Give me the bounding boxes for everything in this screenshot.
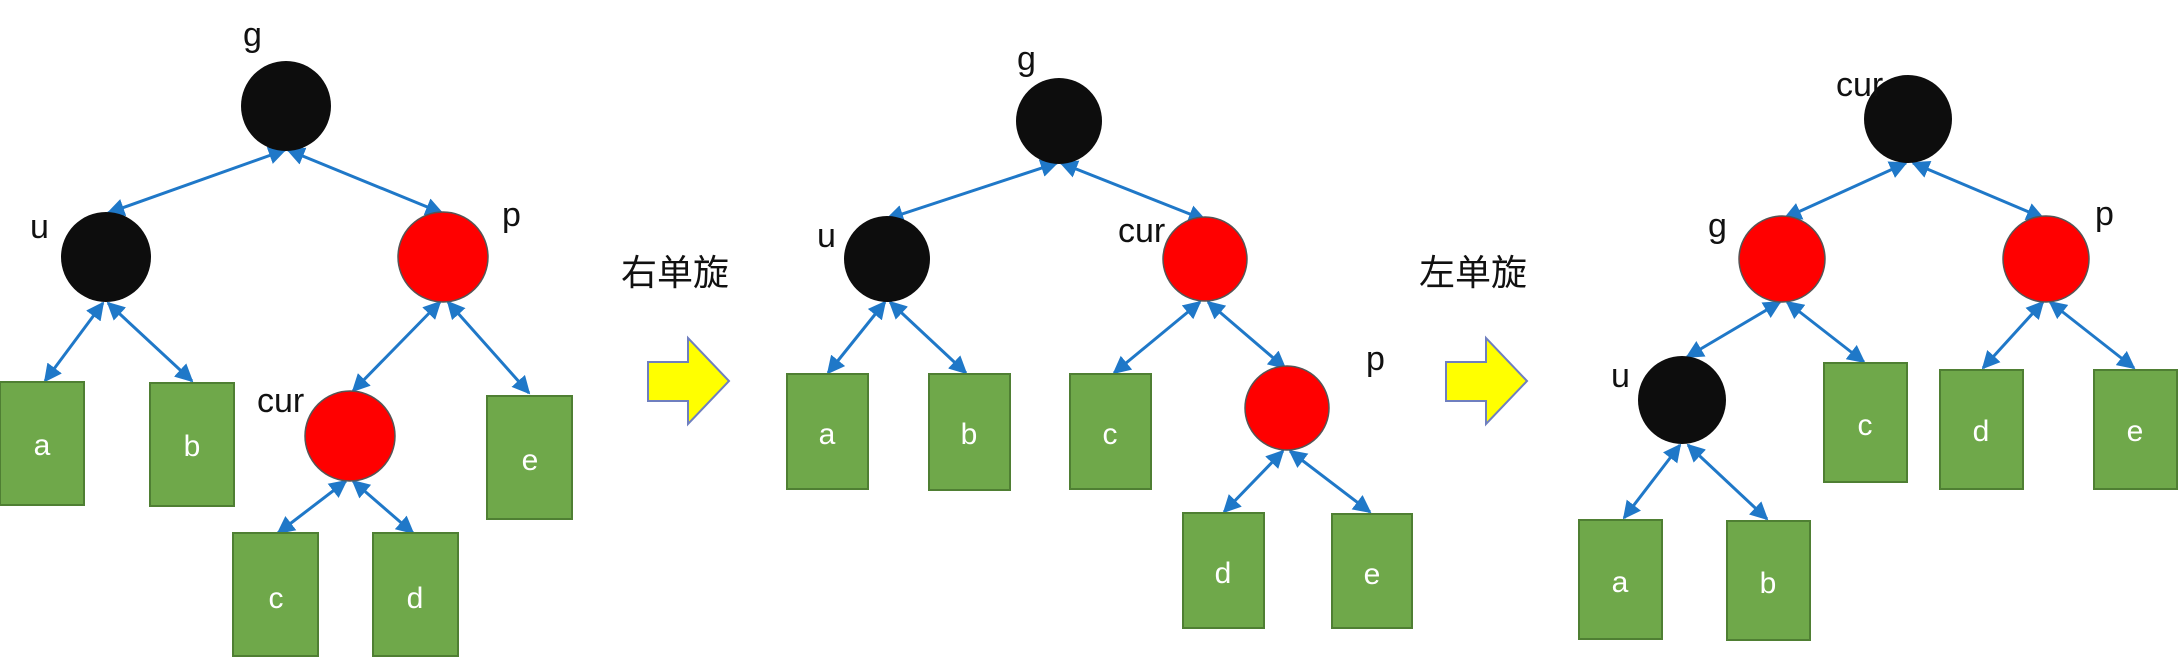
edge-u-a [43, 301, 105, 383]
diagram-after-right-rotation: g u cur p a b c d e [786, 40, 1413, 629]
node-cur [1162, 216, 1248, 302]
label-g: g [243, 16, 262, 54]
leaf-c-label: c [1858, 409, 1873, 442]
leaf-a-label: a [819, 418, 836, 451]
edge-u-b [888, 300, 968, 375]
leaf-d [372, 532, 459, 657]
leaf-e-label: e [2127, 415, 2144, 448]
node-cur [1864, 75, 1952, 163]
leaf-b-label: b [184, 430, 201, 463]
label-p: p [1366, 340, 1385, 378]
arrow-right-2-icon [1445, 335, 1529, 427]
leaf-a [1578, 519, 1663, 640]
operation-left-rotate-label: 左单旋 [1419, 253, 1527, 294]
node-g [1016, 78, 1102, 164]
node-p [2002, 215, 2090, 303]
node-p [397, 211, 489, 303]
label-p: p [502, 196, 521, 234]
leaf-b [149, 382, 235, 507]
leaf-c-label: c [1103, 418, 1118, 451]
edge-p-cur [351, 300, 442, 393]
leaf-a-label: a [34, 429, 51, 462]
edge-cur-c [276, 479, 348, 535]
edge-cur-p [1911, 161, 2045, 220]
leaf-c [232, 532, 319, 657]
node-u [61, 212, 151, 302]
leaf-e [1331, 513, 1413, 629]
operation-right-rotate-label: 右单旋 [621, 253, 729, 294]
edge-g-u [106, 146, 287, 217]
leaf-b-label: b [1760, 567, 1777, 600]
edge-u-a [826, 300, 887, 375]
arrow-right-1-icon [647, 335, 731, 427]
edge-p-e [446, 300, 531, 395]
edge-p-d [1222, 449, 1285, 514]
label-cur: cur [257, 382, 304, 420]
node-cur [304, 390, 396, 482]
label-p: p [2095, 195, 2114, 233]
edge-p-e [1288, 449, 1372, 514]
leaf-c [1823, 362, 1908, 483]
leaf-a [0, 381, 85, 506]
node-g [241, 61, 331, 151]
leaf-a [786, 373, 869, 490]
leaf-b [1726, 520, 1811, 641]
edge-cur-p [1206, 300, 1287, 370]
edge-g-c [1785, 300, 1866, 364]
node-p [1244, 365, 1330, 451]
leaf-e-label: e [1364, 558, 1381, 591]
edge-p-d [1981, 300, 2045, 370]
leaf-d-label: d [407, 582, 424, 615]
leaf-e [2093, 369, 2178, 490]
node-u [844, 216, 930, 302]
label-u: u [30, 208, 49, 246]
leaf-b-label: b [961, 418, 978, 451]
leaf-d [1182, 512, 1265, 629]
diagram-after-left-rotation: cur g p u c d e a b [1578, 66, 2178, 641]
label-u: u [1611, 357, 1630, 395]
leaf-a-label: a [1612, 566, 1629, 599]
diagram-before: g u p cur a b e c d [0, 16, 573, 657]
edge-p-e [2048, 300, 2136, 370]
leaf-e-label: e [522, 444, 539, 477]
leaf-c [1069, 373, 1152, 490]
leaf-e [486, 395, 573, 520]
leaf-d [1939, 369, 2024, 490]
edge-u-a [1622, 443, 1682, 520]
edge-u-b [1686, 443, 1769, 521]
leaf-d-label: d [1973, 415, 1990, 448]
leaf-c-label: c [269, 582, 284, 615]
leaf-d-label: d [1215, 557, 1232, 590]
edge-g-p [286, 147, 444, 216]
label-cur: cur [1118, 212, 1165, 250]
edge-u-b [106, 301, 194, 383]
node-g [1738, 215, 1826, 303]
edge-cur-g [1783, 161, 1908, 220]
label-g: g [1708, 207, 1727, 245]
edge-cur-c [1112, 300, 1202, 375]
edge-g-cur [1059, 160, 1207, 223]
label-u: u [817, 217, 836, 255]
label-g: g [1017, 40, 1036, 78]
edge-g-u [1685, 300, 1782, 359]
label-cur: cur [1836, 66, 1883, 104]
node-u [1638, 356, 1726, 444]
leaf-b [928, 373, 1011, 491]
edge-g-u [885, 159, 1059, 223]
edge-cur-d [351, 479, 415, 535]
